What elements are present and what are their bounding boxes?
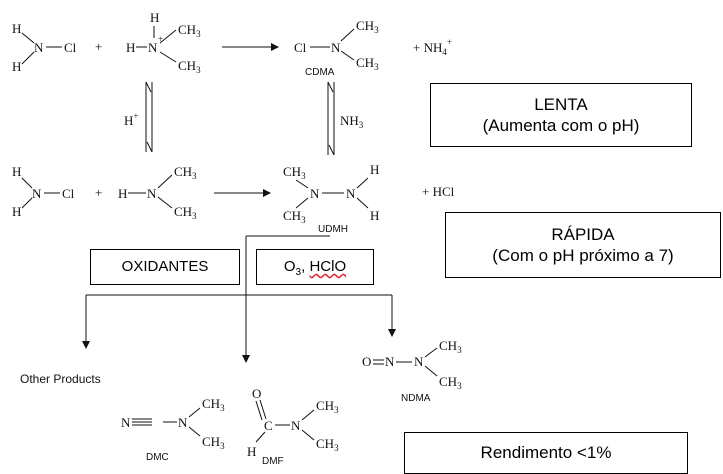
ndma-label: NDMA: [401, 393, 431, 404]
lenta-title: LENTA: [534, 95, 588, 114]
rapida-box: RÁPIDA (Com o pH próximo a 7): [445, 212, 721, 278]
svg-text:CH3: CH3: [316, 436, 339, 453]
rapida-subtitle: (Com o pH próximo a 7): [492, 246, 674, 265]
rapida-title: RÁPIDA: [551, 225, 615, 244]
svg-text:H: H: [370, 208, 379, 223]
svg-text:CH3: CH3: [283, 208, 306, 225]
rendimento-box: Rendimento <1%: [404, 432, 688, 474]
svg-text:N: N: [291, 418, 301, 433]
svg-text:N: N: [346, 186, 356, 201]
lenta-subtitle: (Aumenta com o pH): [482, 116, 640, 135]
svg-text:CH3: CH3: [178, 22, 201, 39]
dmc-molecule: N N CH3 CH3 DMC: [121, 396, 225, 463]
svg-text:CH3: CH3: [316, 398, 339, 415]
svg-text:N: N: [121, 415, 131, 430]
lenta-box: LENTA (Aumenta com o pH): [430, 83, 692, 147]
chloramine-molecule-top: H H N Cl: [12, 21, 77, 74]
svg-text:H: H: [126, 40, 135, 55]
svg-text:CH3: CH3: [439, 338, 462, 355]
svg-text:H: H: [12, 21, 21, 36]
ammonium-product: + NH4+: [413, 37, 452, 57]
svg-text:+: +: [158, 34, 163, 44]
udmh-molecule: CH3 CH3 N N H H UDMH: [283, 162, 379, 235]
svg-text:CH3: CH3: [202, 396, 225, 413]
svg-text:N: N: [178, 415, 188, 430]
equilibrium-arrow-left: [145, 81, 153, 153]
ammonia-label: NH3: [340, 113, 364, 130]
svg-text:N: N: [310, 186, 320, 201]
dmf-label: DMF: [262, 456, 284, 467]
dimethylammonium-molecule: H H N + CH3 CH3: [126, 10, 201, 75]
svg-text:Cl: Cl: [294, 40, 307, 55]
svg-text:H: H: [150, 10, 159, 25]
cdma-molecule: Cl N CH3 CH3 CDMA: [294, 18, 379, 78]
svg-text:H: H: [12, 204, 21, 219]
svg-text:CH3: CH3: [178, 58, 201, 75]
oxidantes-box: OXIDANTES: [90, 249, 240, 285]
svg-text:H: H: [247, 444, 256, 459]
equilibrium-arrow-right: [327, 81, 335, 156]
oxidation-branch-lines: [82, 235, 396, 363]
svg-text:CH3: CH3: [283, 164, 306, 181]
svg-text:Cl: Cl: [62, 186, 75, 201]
svg-text:N: N: [147, 186, 157, 201]
svg-text:CH3: CH3: [174, 164, 197, 181]
svg-text:N: N: [331, 40, 341, 55]
dimethylamine-molecule: H N CH3 CH3: [118, 164, 197, 221]
svg-text:O: O: [252, 386, 261, 401]
plus-sign-2: +: [95, 185, 102, 200]
svg-text:N: N: [414, 354, 424, 369]
udmh-label: UDMH: [318, 224, 348, 235]
proton-label: H+: [124, 111, 138, 128]
svg-text:H: H: [12, 59, 21, 74]
svg-text:H: H: [12, 164, 21, 179]
svg-text:CH3: CH3: [356, 55, 379, 72]
hcl-product: + HCl: [422, 184, 455, 199]
dmc-label: DMC: [146, 452, 169, 463]
cdma-label: CDMA: [305, 67, 335, 78]
svg-text:O: O: [362, 354, 371, 369]
svg-text:N: N: [32, 186, 42, 201]
svg-text:N: N: [385, 354, 395, 369]
plus-sign: +: [95, 39, 102, 54]
svg-text:Cl: Cl: [64, 40, 77, 55]
ndma-molecule: O N N CH3 CH3 NDMA: [362, 338, 462, 404]
svg-text:N: N: [34, 40, 44, 55]
svg-text:CH3: CH3: [439, 374, 462, 391]
oxidants-formula: O3, HClO: [283, 258, 347, 278]
svg-text:CH3: CH3: [174, 204, 197, 221]
svg-text:H: H: [370, 162, 379, 177]
oxidants-formula-box: O3, HClO: [256, 249, 374, 285]
svg-text:C: C: [264, 418, 273, 433]
svg-text:CH3: CH3: [356, 18, 379, 35]
chloramine-molecule-bottom: H H N Cl: [12, 164, 75, 219]
svg-text:H: H: [118, 186, 127, 201]
dmf-molecule: O C H N CH3 CH3 DMF: [247, 386, 339, 467]
svg-text:CH3: CH3: [202, 434, 225, 451]
svg-text:N: N: [148, 40, 158, 55]
other-products-label: Other Products: [20, 372, 101, 386]
